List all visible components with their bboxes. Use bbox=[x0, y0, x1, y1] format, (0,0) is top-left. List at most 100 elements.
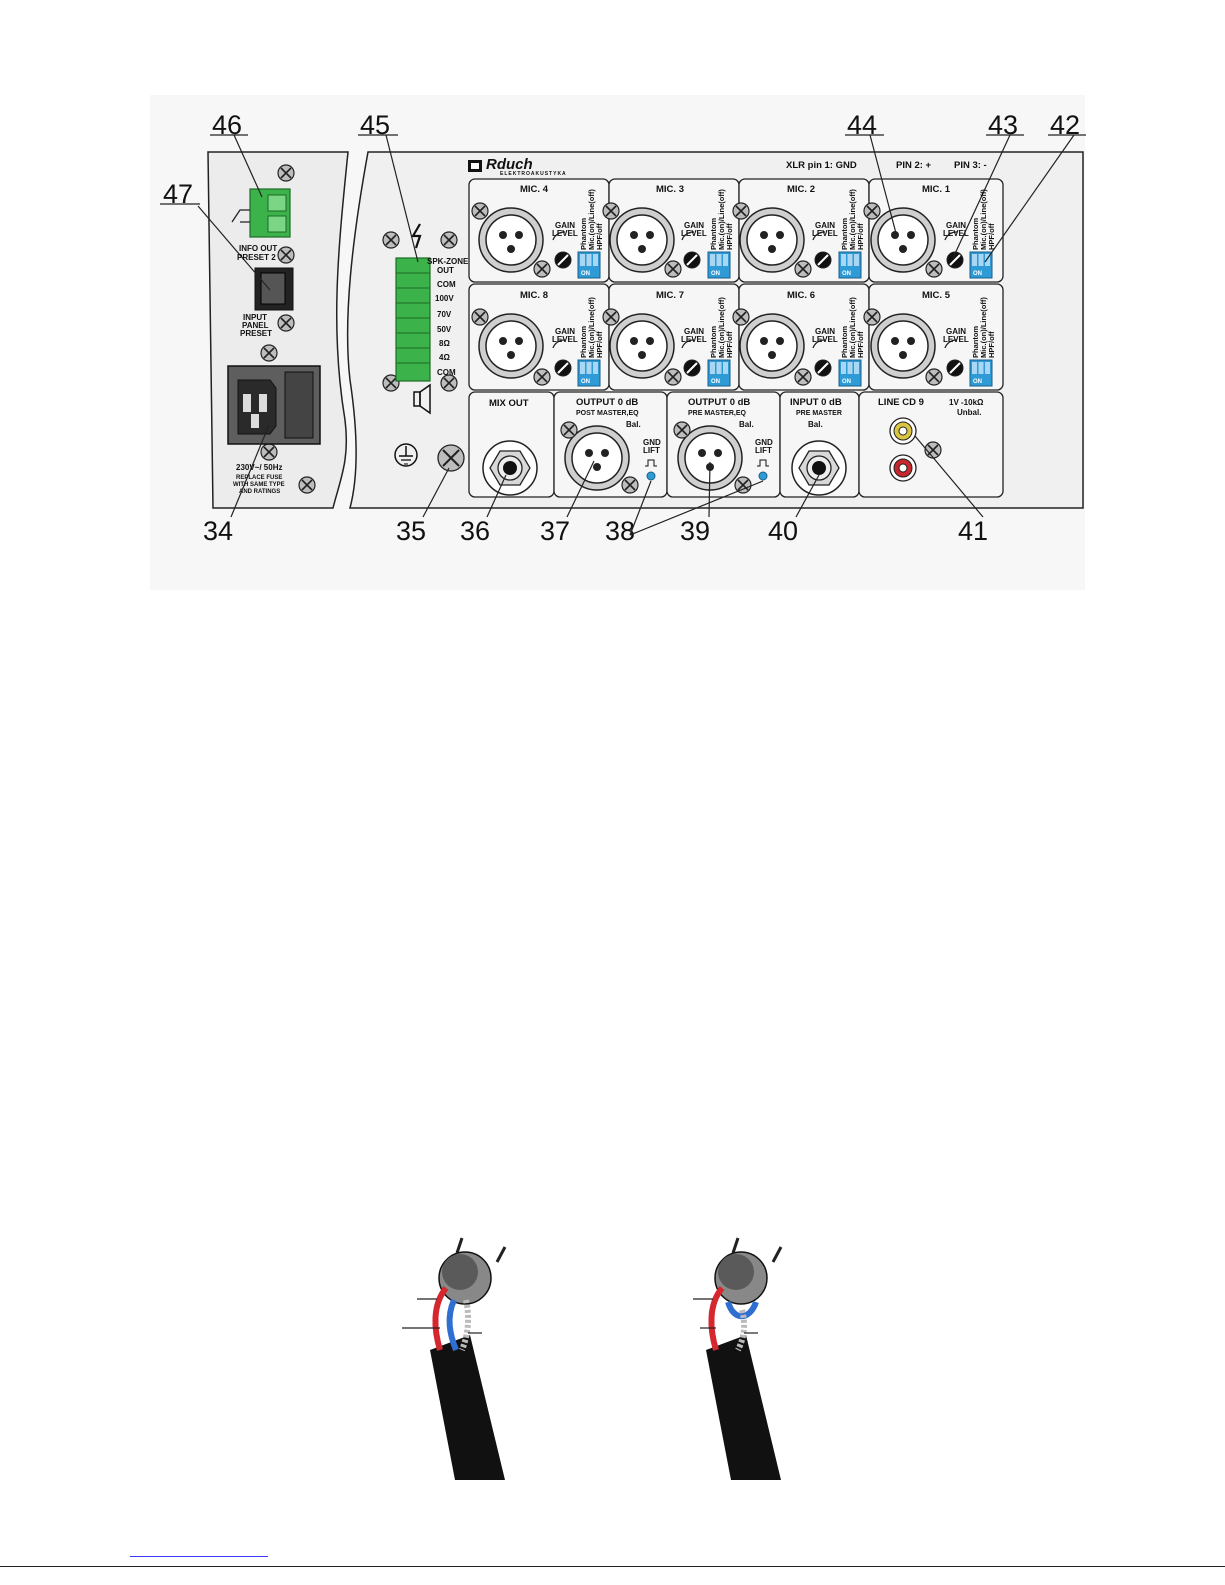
callout-36: 36 bbox=[460, 516, 491, 546]
spk-label-70v: 70V bbox=[437, 310, 452, 319]
callout-42: 42 bbox=[1050, 110, 1081, 140]
rear-panel-diagram: ON bbox=[160, 134, 1086, 536]
input-title: INPUT 0 dB bbox=[790, 397, 842, 408]
plug-left bbox=[402, 1237, 507, 1480]
level-label: LEVEL bbox=[943, 229, 969, 238]
lift-label: LIFT bbox=[643, 446, 660, 455]
line-cd-unbal: Unbal. bbox=[957, 408, 982, 417]
callout-35: 35 bbox=[396, 516, 427, 546]
callout-45: 45 bbox=[360, 110, 391, 140]
callout-46: 46 bbox=[212, 110, 243, 140]
gain-label: GAIN bbox=[555, 327, 575, 336]
gain-label: GAIN bbox=[555, 221, 575, 230]
mic-4-label: MIC. 4 bbox=[520, 184, 548, 195]
dip-hpf-label: HPF/off bbox=[856, 223, 865, 250]
output-pre-sub: PRE MASTER,EQ bbox=[688, 410, 746, 417]
dip-hpf-label: HPF/off bbox=[595, 223, 604, 250]
output-pre-bal: Bal. bbox=[739, 420, 754, 429]
callout-40: 40 bbox=[768, 516, 799, 546]
dip-hpf-label: HPF/off bbox=[987, 223, 996, 250]
fuse-note-3: AND RATINGS bbox=[239, 489, 281, 495]
spk-label-8ohm: 8Ω bbox=[439, 339, 450, 348]
spk-label-4ohm: 4Ω bbox=[439, 353, 450, 362]
gain-label: GAIN bbox=[815, 327, 835, 336]
footer-link-underline bbox=[130, 1556, 268, 1557]
mic-5-label: MIC. 5 bbox=[922, 290, 950, 301]
rca-jack-red bbox=[889, 454, 917, 482]
level-label: LEVEL bbox=[943, 335, 969, 344]
mic-3-label: MIC. 3 bbox=[656, 184, 684, 195]
voltage-label: 230V~/ 50Hz bbox=[236, 463, 283, 472]
mic-6-label: MIC. 6 bbox=[787, 290, 815, 301]
spk-label-out: OUT bbox=[437, 266, 454, 275]
dip-hpf-label: HPF/off bbox=[595, 331, 604, 358]
input-panel-preset-switch bbox=[254, 267, 294, 311]
pin3-label: PIN 3: - bbox=[954, 160, 987, 171]
input-label: INPUT bbox=[243, 313, 267, 322]
plug-illustrations bbox=[402, 1237, 783, 1480]
speaker-zone-terminal bbox=[395, 257, 431, 382]
fuse-note-1: REPLACE FUSE bbox=[236, 475, 283, 481]
spk-label-100v: 100V bbox=[435, 294, 454, 303]
gain-label: GAIN bbox=[684, 221, 704, 230]
preset-label: PRESET bbox=[240, 329, 273, 338]
gnd-label: GND bbox=[755, 438, 773, 447]
dip-hpf-label: HPF/off bbox=[725, 223, 734, 250]
brand-logo bbox=[468, 160, 482, 172]
footer-rule bbox=[0, 1566, 1225, 1567]
panel-label: PANEL bbox=[242, 321, 269, 330]
pin2-label: PIN 2: + bbox=[896, 160, 932, 171]
fuse-note-2: WITH SAME TYPE bbox=[233, 482, 285, 488]
callout-44: 44 bbox=[847, 110, 878, 140]
line-cd-spec: 1V -10kΩ bbox=[949, 398, 984, 407]
brand-name: Rduch bbox=[486, 156, 533, 173]
ground-screw bbox=[437, 444, 465, 472]
preset2-label: PRESET 2 bbox=[237, 253, 276, 262]
gain-label: GAIN bbox=[815, 221, 835, 230]
callout-41: 41 bbox=[958, 516, 989, 546]
input-sub: PRE MASTER bbox=[796, 410, 842, 417]
level-label: LEVEL bbox=[552, 229, 578, 238]
info-out-label: INFO OUT bbox=[239, 244, 278, 253]
callout-43: 43 bbox=[988, 110, 1019, 140]
level-label: LEVEL bbox=[681, 229, 707, 238]
gain-label: GAIN bbox=[946, 221, 966, 230]
line-cd-title: LINE CD 9 bbox=[878, 397, 924, 408]
spk-label-50v: 50V bbox=[437, 325, 452, 334]
plug-right bbox=[693, 1237, 783, 1480]
level-label: LEVEL bbox=[812, 229, 838, 238]
power-socket bbox=[227, 365, 321, 445]
callout-39: 39 bbox=[680, 516, 711, 546]
output-pre-title: OUTPUT 0 dB bbox=[688, 397, 751, 408]
callout-47: 47 bbox=[163, 179, 194, 209]
spk-label-com2: COM bbox=[437, 368, 456, 377]
level-label: LEVEL bbox=[681, 335, 707, 344]
dip-hpf-label: HPF/off bbox=[856, 331, 865, 358]
dip-hpf-label: HPF/off bbox=[725, 331, 734, 358]
info-out-terminal bbox=[231, 188, 291, 238]
spk-label-com: COM bbox=[437, 280, 456, 289]
mic-1-label: MIC. 1 bbox=[922, 184, 950, 195]
speaker-icon bbox=[413, 383, 431, 415]
output-post-title: OUTPUT 0 dB bbox=[576, 397, 639, 408]
gnd-label: GND bbox=[643, 438, 661, 447]
lift-label: LIFT bbox=[755, 446, 772, 455]
dip-hpf-label: HPF/off bbox=[987, 331, 996, 358]
brand-sub: ELEKTROAKUSTYKA bbox=[500, 171, 567, 177]
rca-jack-white bbox=[889, 417, 917, 445]
mic-7-label: MIC. 7 bbox=[656, 290, 684, 301]
callout-38: 38 bbox=[605, 516, 636, 546]
pin1-label: XLR pin 1: GND bbox=[786, 160, 857, 171]
ground-icon bbox=[394, 443, 418, 467]
level-label: LEVEL bbox=[552, 335, 578, 344]
lightning-icon bbox=[411, 223, 422, 249]
output-post-sub: POST MASTER,EQ bbox=[576, 410, 639, 417]
gain-label: GAIN bbox=[684, 327, 704, 336]
callout-34: 34 bbox=[203, 516, 234, 546]
input-bal: Bal. bbox=[808, 420, 823, 429]
spk-zone-title: SPK-ZONE bbox=[427, 257, 469, 266]
callout-37: 37 bbox=[540, 516, 571, 546]
level-label: LEVEL bbox=[812, 335, 838, 344]
gain-label: GAIN bbox=[946, 327, 966, 336]
mic-8-label: MIC. 8 bbox=[520, 290, 548, 301]
